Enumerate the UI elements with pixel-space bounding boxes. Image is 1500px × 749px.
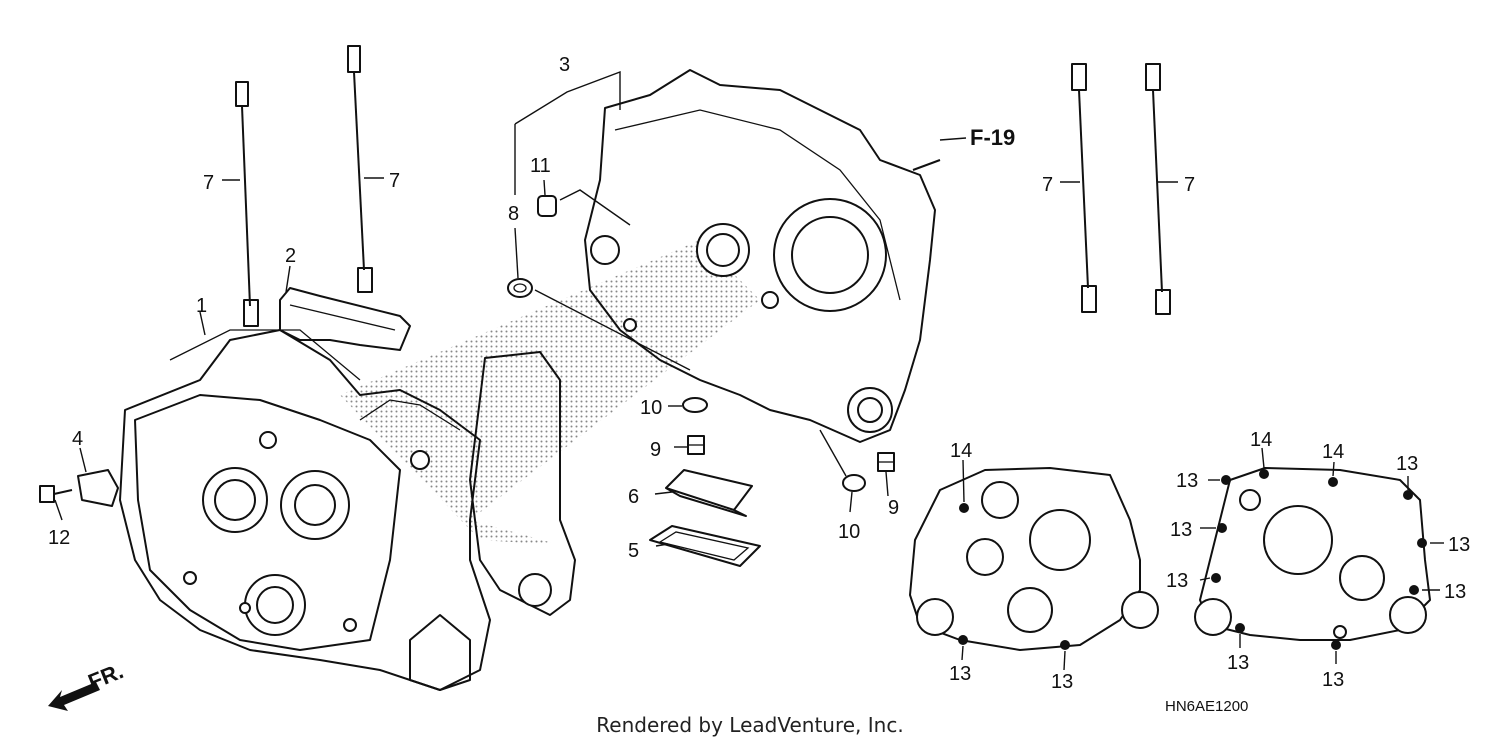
gasket-2[interactable]	[279, 287, 411, 351]
screen-6[interactable]	[665, 469, 753, 517]
callout-13-g: 13	[1166, 570, 1188, 592]
callout-3: 3	[559, 54, 570, 76]
callout-10-a: 10	[640, 397, 662, 419]
callout-13-d: 13	[1396, 453, 1418, 475]
callout-7-d: 7	[1184, 174, 1195, 196]
stud-left-2[interactable]	[347, 45, 373, 293]
callout-13-e: 13	[1170, 519, 1192, 541]
washer-10-top[interactable]	[682, 397, 708, 413]
crankcase-left[interactable]	[119, 329, 491, 691]
callout-14-b: 14	[1250, 429, 1272, 451]
bolt-12[interactable]	[39, 485, 73, 503]
front-label: FR.	[85, 658, 127, 694]
callout-10-b: 10	[838, 521, 860, 543]
plate-4[interactable]	[77, 469, 119, 507]
callout-5: 5	[628, 540, 639, 562]
stud-left-1[interactable]	[235, 81, 259, 327]
callout-2: 2	[285, 245, 296, 267]
bolt-9-top[interactable]	[687, 435, 705, 455]
callout-13-b: 13	[1051, 671, 1073, 693]
callout-13-h: 13	[1444, 581, 1466, 603]
reference-label[interactable]: F-19	[970, 125, 1015, 150]
callout-12: 12	[48, 527, 70, 549]
callout-9-b: 9	[888, 497, 899, 519]
callout-6: 6	[628, 486, 639, 508]
callout-1: 1	[196, 295, 207, 317]
callout-7-c: 7	[1042, 174, 1053, 196]
callout-13-j: 13	[1322, 669, 1344, 691]
stud-right-2[interactable]	[1145, 63, 1171, 315]
stud-right-1[interactable]	[1071, 63, 1097, 313]
callout-7-a: 7	[203, 172, 214, 194]
callout-13-c: 13	[1176, 470, 1198, 492]
dowel-11[interactable]	[537, 195, 557, 217]
credit-line: Rendered by LeadVenture, Inc.	[596, 713, 904, 737]
strainer-5[interactable]	[649, 525, 761, 567]
callout-9-a: 9	[650, 439, 661, 461]
case-gasket-left[interactable]	[909, 467, 1159, 651]
callout-7-b: 7	[389, 170, 400, 192]
case-gasket-right[interactable]	[1194, 467, 1431, 650]
callout-14-c: 14	[1322, 441, 1344, 463]
watermark-band	[340, 240, 760, 545]
bolt-9-bottom[interactable]	[877, 452, 895, 472]
callout-14-a: 14	[950, 440, 972, 462]
side-cover[interactable]	[469, 351, 576, 616]
callout-11: 11	[530, 155, 551, 177]
callout-13-a: 13	[949, 663, 971, 685]
crankcase-right[interactable]	[584, 69, 941, 443]
callout-8: 8	[508, 203, 519, 225]
washer-10-bottom[interactable]	[842, 474, 866, 492]
oil-seal-8[interactable]	[507, 278, 533, 298]
callout-13-i: 13	[1227, 652, 1249, 674]
front-arrow-icon	[48, 682, 100, 711]
leader-lines	[54, 70, 1444, 671]
diagram-code: HN6AE1200	[1165, 698, 1248, 715]
callout-13-f: 13	[1448, 534, 1470, 556]
callout-4: 4	[72, 428, 83, 450]
